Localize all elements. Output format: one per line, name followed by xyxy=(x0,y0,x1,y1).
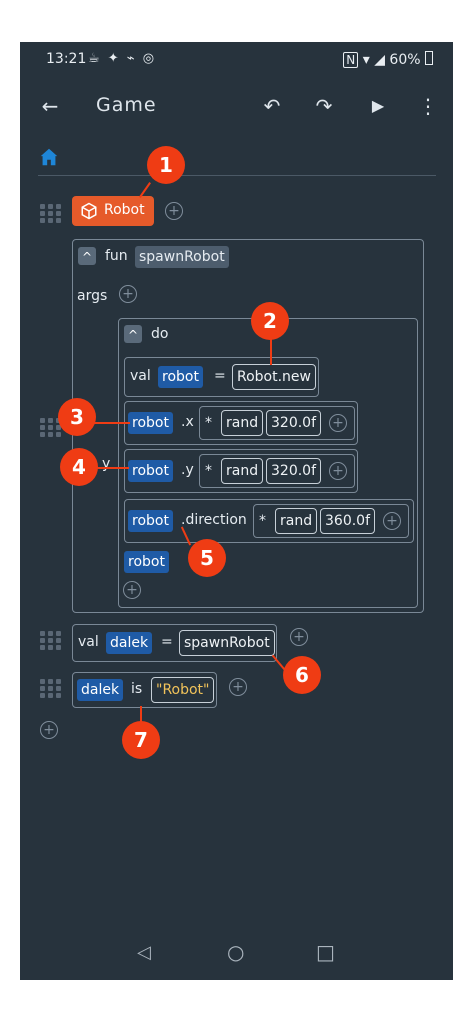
redo-icon[interactable]: ↷ xyxy=(315,94,333,118)
expression-box[interactable]: spawnRobot xyxy=(179,630,275,656)
fun-keyword: fun xyxy=(105,248,128,264)
wifi-icon: ▾ xyxy=(362,52,370,68)
annotation-leader xyxy=(95,467,129,469)
add-icon[interactable]: + xyxy=(165,202,183,220)
multiply-expression[interactable]: * rand 320.0f + xyxy=(199,406,355,440)
app-bar: ← Game ↶ ↷ ▶ ⋮ xyxy=(20,76,453,132)
nav-recents-icon[interactable]: □ xyxy=(316,940,335,964)
is-keyword: is xyxy=(131,681,143,697)
status-right: N ▾ ◢ 60% xyxy=(343,51,433,68)
equals-sign: = xyxy=(161,634,173,650)
rand-function[interactable]: rand xyxy=(221,458,264,484)
drag-handle-icon[interactable] xyxy=(40,631,62,650)
annotation-badge-2: 2 xyxy=(251,302,289,340)
variable-token[interactable]: robot xyxy=(128,460,173,482)
statement-robot-y[interactable]: robot .y * rand 320.0f + xyxy=(124,449,358,493)
variable-token[interactable]: robot xyxy=(128,412,173,434)
more-vert-icon[interactable]: ⋮ xyxy=(418,94,438,118)
status-bar: 13:21 ☕ ✦ ⌁ ◎ N ▾ ◢ 60% xyxy=(20,42,453,76)
undo-icon[interactable]: ↶ xyxy=(263,94,281,118)
rand-function[interactable]: rand xyxy=(275,508,318,534)
add-icon[interactable]: + xyxy=(329,414,347,432)
back-arrow-icon[interactable]: ← xyxy=(41,94,59,118)
annotation-leader xyxy=(140,706,142,726)
status-time: 13:21 xyxy=(46,51,87,67)
string-literal[interactable]: "Robot" xyxy=(151,677,215,703)
nav-home-icon[interactable]: ○ xyxy=(227,940,245,964)
annotation-badge-7: 7 xyxy=(122,721,160,759)
return-variable[interactable]: robot xyxy=(124,551,169,573)
multiply-expression[interactable]: * rand 360.0f + xyxy=(253,504,409,538)
add-statement-icon[interactable]: + xyxy=(123,581,141,599)
page-title: Game xyxy=(96,94,157,116)
collapse-chevron-icon[interactable]: ^ xyxy=(78,247,96,265)
operator-label: * xyxy=(205,415,212,431)
args-label: args xyxy=(77,288,108,304)
annotation-badge-4: 4 xyxy=(60,448,98,486)
rand-function[interactable]: rand xyxy=(221,410,264,436)
annotation-leader xyxy=(90,422,130,424)
annotation-badge-1: 1 xyxy=(147,146,185,184)
variable-token[interactable]: dalek xyxy=(106,632,153,654)
variable-token[interactable]: robot xyxy=(128,510,173,532)
drag-handle-icon[interactable] xyxy=(40,679,62,698)
add-icon[interactable]: + xyxy=(383,512,401,530)
battery-icon xyxy=(425,51,433,65)
variable-token[interactable]: robot xyxy=(158,366,203,388)
drag-handle-icon[interactable] xyxy=(40,204,62,223)
statement-val-dalek[interactable]: val dalek = spawnRobot xyxy=(72,624,277,662)
expression-box[interactable]: Robot.new xyxy=(232,364,316,390)
annotation-badge-6: 6 xyxy=(283,656,321,694)
do-keyword: do xyxy=(151,326,169,342)
variable-token[interactable]: dalek xyxy=(77,679,124,701)
class-label: Robot xyxy=(104,202,145,218)
statement-robot-direction[interactable]: robot .direction * rand 360.0f + xyxy=(124,499,414,543)
operator-label: * xyxy=(205,463,212,479)
partial-label: y xyxy=(102,456,111,472)
add-icon[interactable]: + xyxy=(329,462,347,480)
add-icon[interactable]: + xyxy=(229,678,247,696)
operator-label: * xyxy=(259,513,266,529)
fun-block: ^ fun spawnRobot args + ^ do val robot =… xyxy=(72,239,424,613)
add-statement-icon[interactable]: + xyxy=(40,721,58,739)
class-block-robot[interactable]: Robot xyxy=(72,196,154,226)
annotation-badge-5: 5 xyxy=(188,539,226,577)
nfc-icon: N xyxy=(343,52,359,68)
navigation-bar: ◁ ○ □ xyxy=(20,922,453,980)
nav-back-icon[interactable]: ◁ xyxy=(137,942,151,963)
status-notification-icons: ☕ ✦ ⌁ ◎ xyxy=(88,51,157,66)
property-label: .x xyxy=(181,414,194,430)
property-label: .direction xyxy=(181,512,247,528)
statement-robot-x[interactable]: robot .x * rand 320.0f + xyxy=(124,401,358,445)
equals-sign: = xyxy=(214,368,226,384)
annotation-badge-3: 3 xyxy=(58,398,96,436)
do-block: ^ do val robot = Robot.new robot .x * ra… xyxy=(118,318,418,608)
function-name[interactable]: spawnRobot xyxy=(135,246,229,268)
val-keyword: val xyxy=(130,368,151,384)
number-literal[interactable]: 360.0f xyxy=(320,508,376,534)
annotation-leader xyxy=(270,337,272,365)
val-keyword: val xyxy=(78,634,99,650)
number-literal[interactable]: 320.0f xyxy=(266,410,322,436)
play-icon[interactable]: ▶ xyxy=(371,96,385,115)
cube-icon xyxy=(81,202,97,220)
number-literal[interactable]: 320.0f xyxy=(266,458,322,484)
collapse-chevron-icon[interactable]: ^ xyxy=(124,325,142,343)
add-arg-icon[interactable]: + xyxy=(119,285,137,303)
add-icon[interactable]: + xyxy=(290,628,308,646)
property-label: .y xyxy=(181,462,194,478)
statement-val-robot[interactable]: val robot = Robot.new xyxy=(124,357,319,397)
multiply-expression[interactable]: * rand 320.0f + xyxy=(199,454,355,488)
battery-percent: 60% xyxy=(389,52,421,68)
signal-icon: ◢ xyxy=(374,52,385,68)
home-icon[interactable] xyxy=(38,146,60,168)
phone-screen: 13:21 ☕ ✦ ⌁ ◎ N ▾ ◢ 60% ← Game ↶ ↷ ▶ ⋮ xyxy=(20,42,453,980)
divider xyxy=(38,175,436,176)
statement-dalek-is[interactable]: dalek is "Robot" xyxy=(72,672,217,708)
